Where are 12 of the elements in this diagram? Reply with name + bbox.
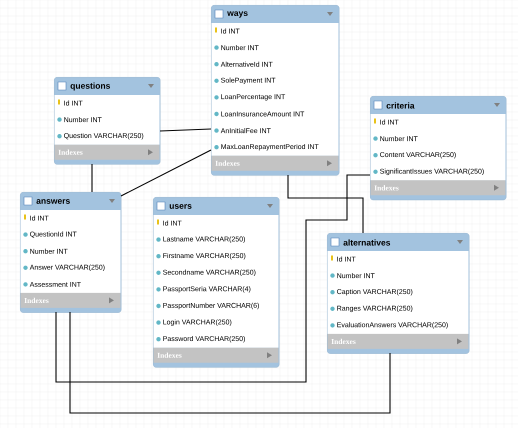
table-title: ways bbox=[227, 11, 248, 18]
relationship-line bbox=[55, 174, 370, 383]
table-title: users bbox=[170, 204, 192, 209]
table-title: criteria bbox=[386, 102, 415, 109]
table-title: questions bbox=[70, 82, 110, 90]
relationship-line bbox=[287, 175, 364, 233]
relationship-line bbox=[120, 150, 212, 196]
table-title: alternatives bbox=[343, 239, 390, 246]
relationship-line bbox=[91, 164, 93, 192]
table-title: answers bbox=[36, 199, 70, 204]
relationship-line bbox=[69, 312, 391, 414]
relationship-line bbox=[160, 128, 212, 132]
